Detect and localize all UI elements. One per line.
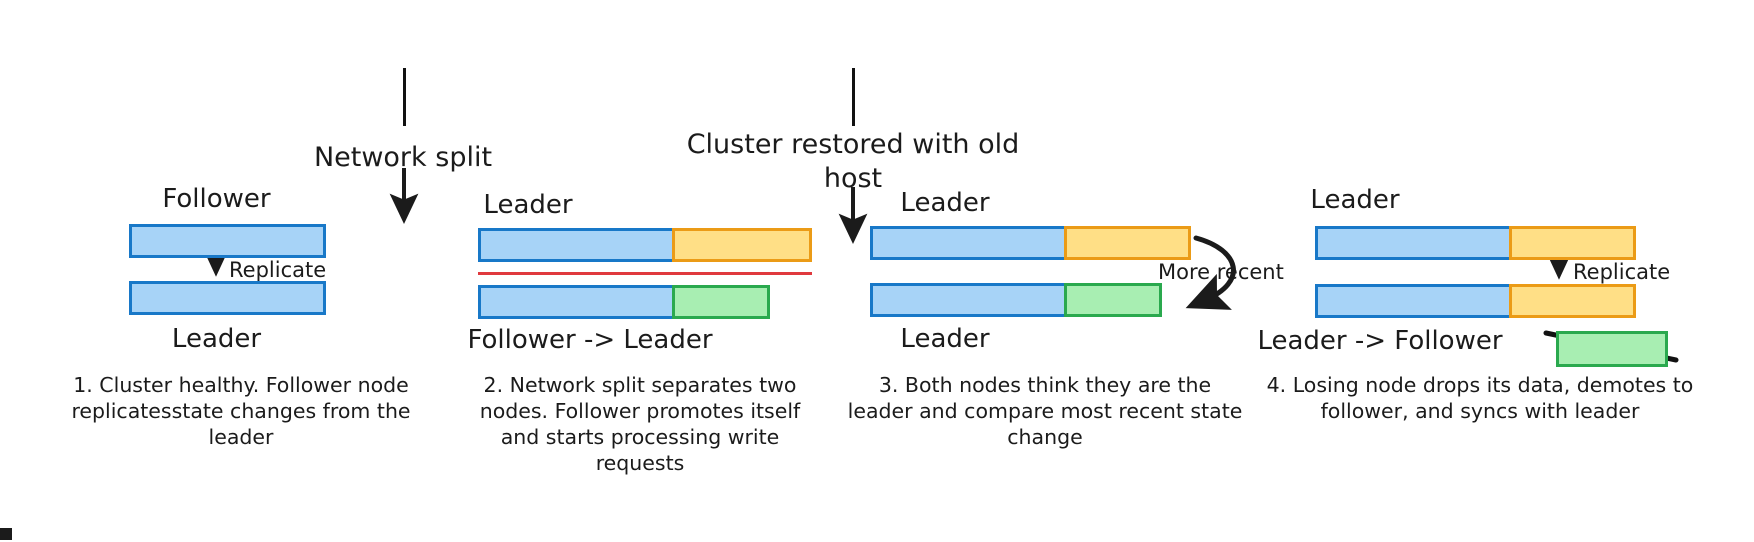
discarded-green-block [1556, 331, 1668, 367]
panel-3-caption: 3. Both nodes think they are the leader … [847, 373, 1243, 449]
panel-1-bottom-bar [129, 281, 326, 315]
bar-segment-orange [1509, 284, 1636, 318]
panel-3-top-bar [870, 226, 1191, 260]
network-split-label: Network split [313, 142, 493, 173]
bar-segment-blue [129, 224, 326, 258]
panel-4-caption: 4. Losing node drops its data, demotes t… [1266, 373, 1694, 423]
panel-4-top-bar [1315, 226, 1636, 260]
bar-segment-green [1556, 331, 1668, 367]
panel-2-top-label: Leader [483, 190, 573, 220]
panel-1-bottom-label: Leader [171, 324, 262, 354]
panel-2-bottom-label: Follower -> Leader [467, 325, 713, 355]
bar-segment-blue [478, 228, 675, 262]
bar-segment-blue [1315, 284, 1512, 318]
bar-segment-blue [478, 285, 675, 319]
panel-1-top-bar [129, 224, 326, 258]
bar-segment-green [1064, 283, 1162, 317]
panel-2-caption: 2. Network split separates two nodes. Fo… [479, 373, 801, 475]
network-split-divider [403, 68, 406, 126]
bar-segment-green [672, 285, 770, 319]
panel-4-replicate-label: Replicate [1573, 260, 1671, 284]
bar-segment-blue [129, 281, 326, 315]
panel-1-top-label: Follower [162, 184, 271, 214]
split-divider-line [478, 272, 812, 275]
corner-registration-mark [0, 528, 12, 540]
panel-3-top-label: Leader [900, 188, 990, 218]
cluster-restored-label: Cluster restored with old host [686, 129, 1020, 194]
more-recent-label: More recent [1158, 260, 1284, 284]
bar-segment-orange [1064, 226, 1191, 260]
bar-segment-blue [870, 226, 1067, 260]
panel-4-top-label: Leader [1310, 185, 1400, 215]
panel-2-top-bar [478, 228, 812, 262]
bar-segment-blue [1315, 226, 1512, 260]
bar-segment-orange [1509, 226, 1636, 260]
panel-1-caption: 1. Cluster healthy. Follower node replic… [71, 373, 411, 449]
cluster-restored-divider [852, 68, 855, 126]
panel-1-replicate-label: Replicate [229, 258, 327, 282]
bar-segment-orange [672, 228, 812, 262]
panel-3-bottom-label: Leader [900, 324, 990, 354]
panel-3-bottom-bar [870, 283, 1162, 317]
panel-2-bottom-bar [478, 285, 770, 319]
panel-4-bottom-bar [1315, 284, 1636, 318]
bar-segment-blue [870, 283, 1067, 317]
panel-4-bottom-label: Leader -> Follower [1257, 326, 1503, 356]
